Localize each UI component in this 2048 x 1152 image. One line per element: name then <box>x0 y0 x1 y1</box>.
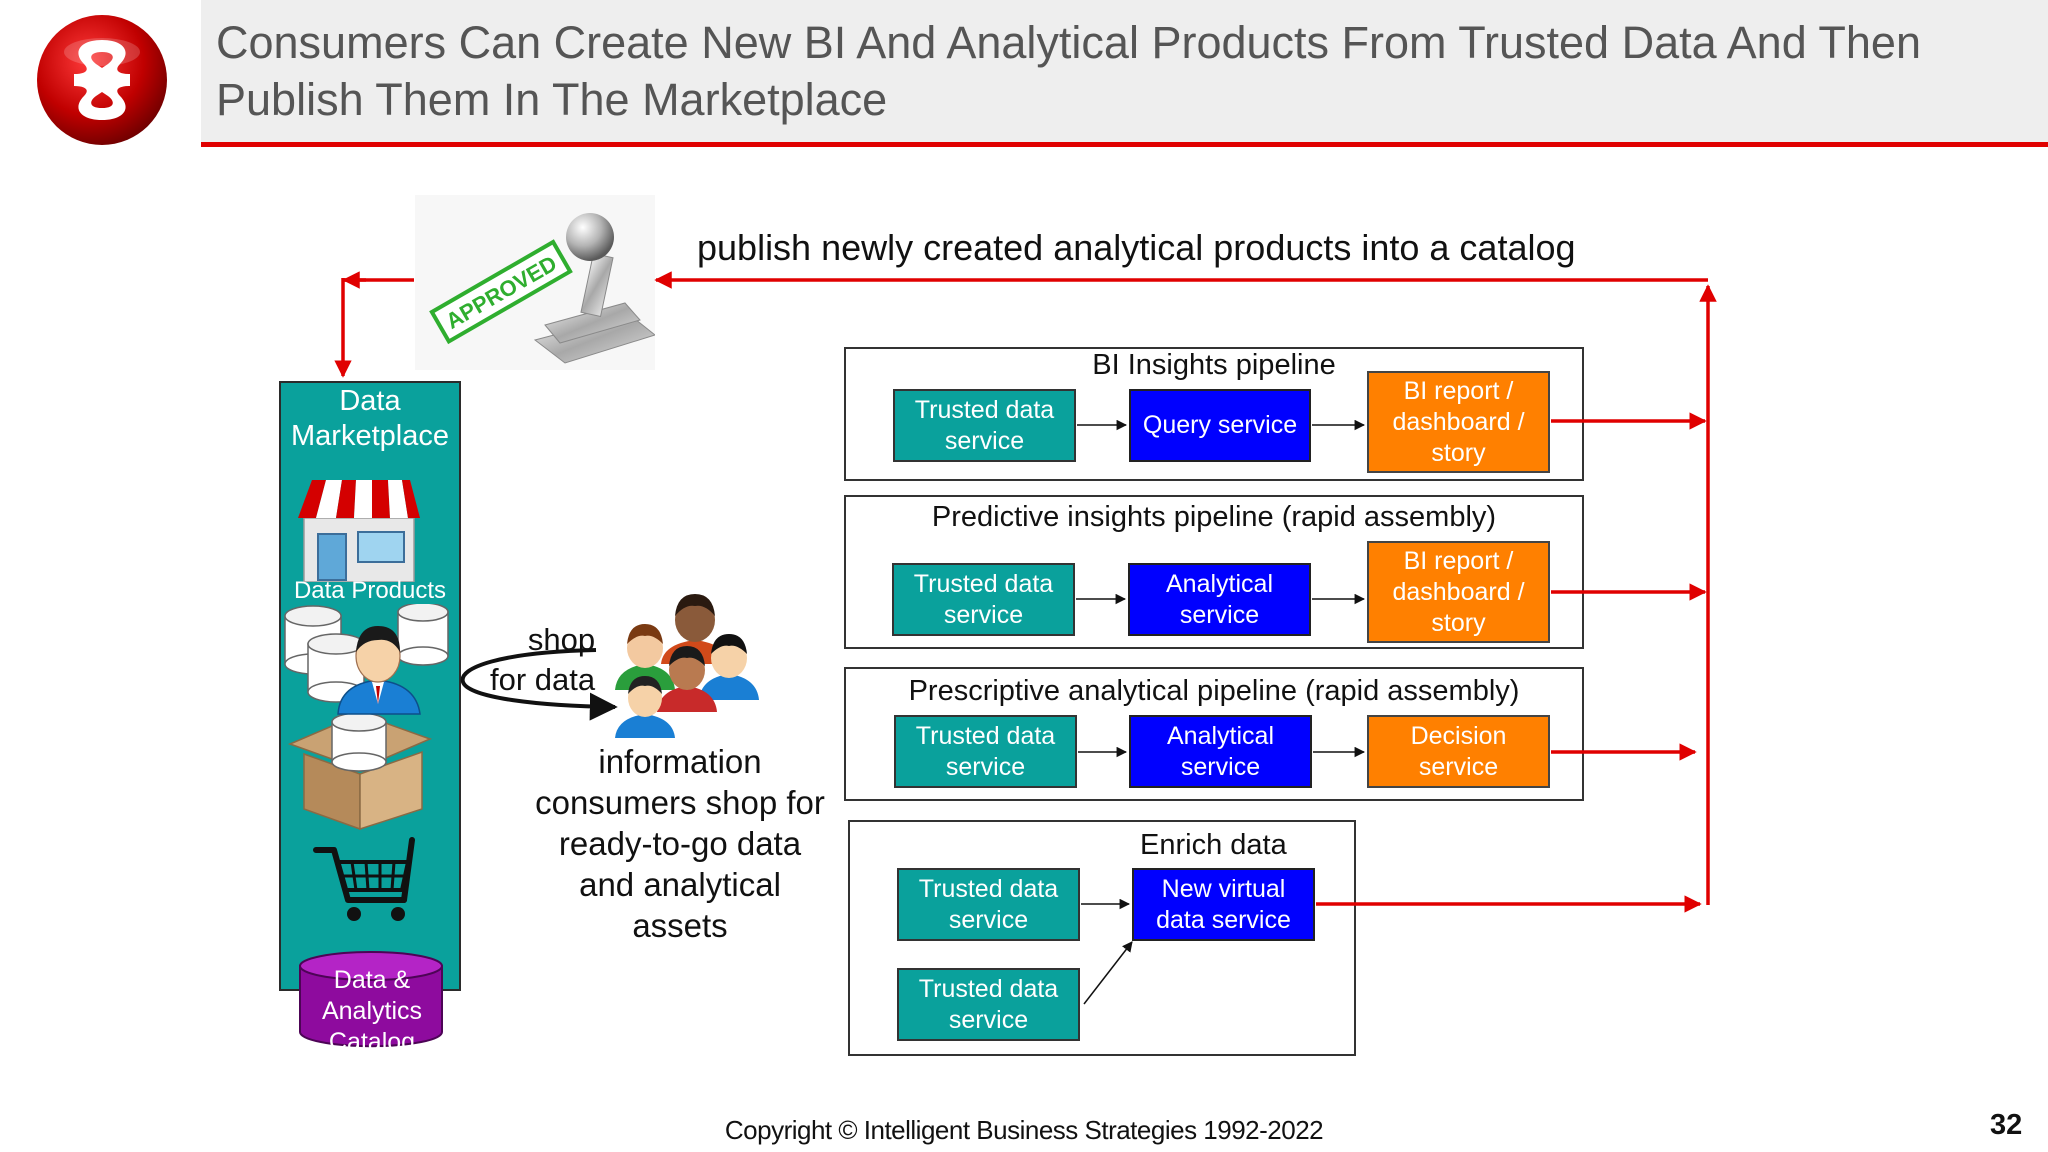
presc-analytical-line-1: Analytical <box>1167 721 1274 750</box>
enrich-pipeline-title: Enrich data <box>1140 829 1287 861</box>
page-title-line-2: Publish Them In The Marketplace <box>216 74 888 125</box>
data-marketplace-title: Data Marketplace <box>279 384 461 454</box>
catalog-label-line-3: Catalog <box>328 1028 416 1056</box>
pred-out-line-1: BI report / <box>1403 546 1514 575</box>
bi-trusted-line-2: service <box>944 426 1025 455</box>
bi-trusted-line-1: Trusted data <box>914 395 1055 424</box>
consumers-description: information consumers shop for ready-to-… <box>510 741 850 946</box>
data-products-label: Data Products <box>293 577 447 604</box>
shop-line-2: for data <box>490 662 596 697</box>
enrich-t2-line-1: Trusted data <box>918 974 1059 1003</box>
query-service-label: Query service <box>1142 411 1298 439</box>
pred-analytical-line-1: Analytical <box>1166 569 1273 598</box>
bi-pipeline-title: BI Insights pipeline <box>1092 349 1336 381</box>
virtual-line-2: data service <box>1156 905 1291 934</box>
query-service: Query service <box>1129 389 1311 462</box>
bi-out-line-3: story <box>1431 438 1486 467</box>
publish-label: publish newly created analytical product… <box>697 227 1576 268</box>
header-divider <box>201 142 2048 147</box>
pred-out-line-3: story <box>1431 608 1486 637</box>
consumers-line-2: consumers shop for <box>535 784 825 821</box>
predictive-pipeline-title: Predictive insights pipeline (rapid asse… <box>931 501 1497 533</box>
storefront-icon <box>298 480 420 582</box>
shop-curved-arrow <box>460 648 618 721</box>
page-title: Consumers Can Create New BI And Analytic… <box>216 14 2036 128</box>
presc-trusted-line-1: Trusted data <box>915 721 1056 750</box>
page-title-line-1: Consumers Can Create New BI And Analytic… <box>216 17 1921 68</box>
copyright-text: Copyright © Intelligent Business Strateg… <box>724 1115 1324 1145</box>
bi-out-line-1: BI report / <box>1403 376 1514 405</box>
pred-out-line-2: dashboard / <box>1392 577 1525 606</box>
catalog-label-line-2: Analytics <box>321 997 423 1025</box>
page-number: 32 <box>1990 1109 2023 1141</box>
predictive-report-output: BI report /dashboard /story <box>1367 541 1550 643</box>
enrich-t1-line-1: Trusted data <box>918 874 1059 903</box>
pred-trusted-line-2: service <box>943 600 1024 629</box>
pred-trusted-line-1: Trusted data <box>913 569 1054 598</box>
marketplace-title-line-2: Marketplace <box>291 420 449 452</box>
header-band <box>201 0 2048 143</box>
shopping-cart-icon <box>313 837 415 921</box>
decision-line-1: Decision <box>1410 721 1507 750</box>
consumers-group-icon <box>615 594 759 738</box>
consumers-line-4: and analytical <box>579 866 781 903</box>
enrich-arrow-2 <box>1083 941 1133 1005</box>
virtual-line-1: New virtual <box>1161 874 1286 903</box>
approved-stamp-icon: APPROVED <box>415 195 655 370</box>
presc-analytical-line-2: service <box>1180 752 1261 781</box>
pred-analytical-line-2: service <box>1179 600 1260 629</box>
presc-trusted-line-2: service <box>945 752 1026 781</box>
consumers-line-1: information <box>598 743 762 780</box>
bi-report-output: BI report /dashboard /story <box>1367 371 1550 473</box>
catalog-label-line-1: Data & <box>333 966 411 994</box>
consumers-line-5: assets <box>632 907 728 944</box>
consumers-line-3: ready-to-go data <box>558 825 802 862</box>
enrich-t2-line-2: service <box>948 1005 1029 1034</box>
catalog-label: Data & Analytics Catalog <box>298 965 446 1058</box>
data-products-illustration-icon <box>284 604 449 831</box>
catalog-cylinder-icon <box>299 951 443 1048</box>
company-logo-icon <box>37 15 167 145</box>
prescriptive-pipeline-title: Prescriptive analytical pipeline (rapid … <box>908 675 1520 707</box>
marketplace-title-line-1: Data <box>339 385 401 417</box>
decision-line-2: service <box>1418 752 1499 781</box>
enrich-t1-line-2: service <box>948 905 1029 934</box>
bi-out-line-2: dashboard / <box>1392 407 1525 436</box>
